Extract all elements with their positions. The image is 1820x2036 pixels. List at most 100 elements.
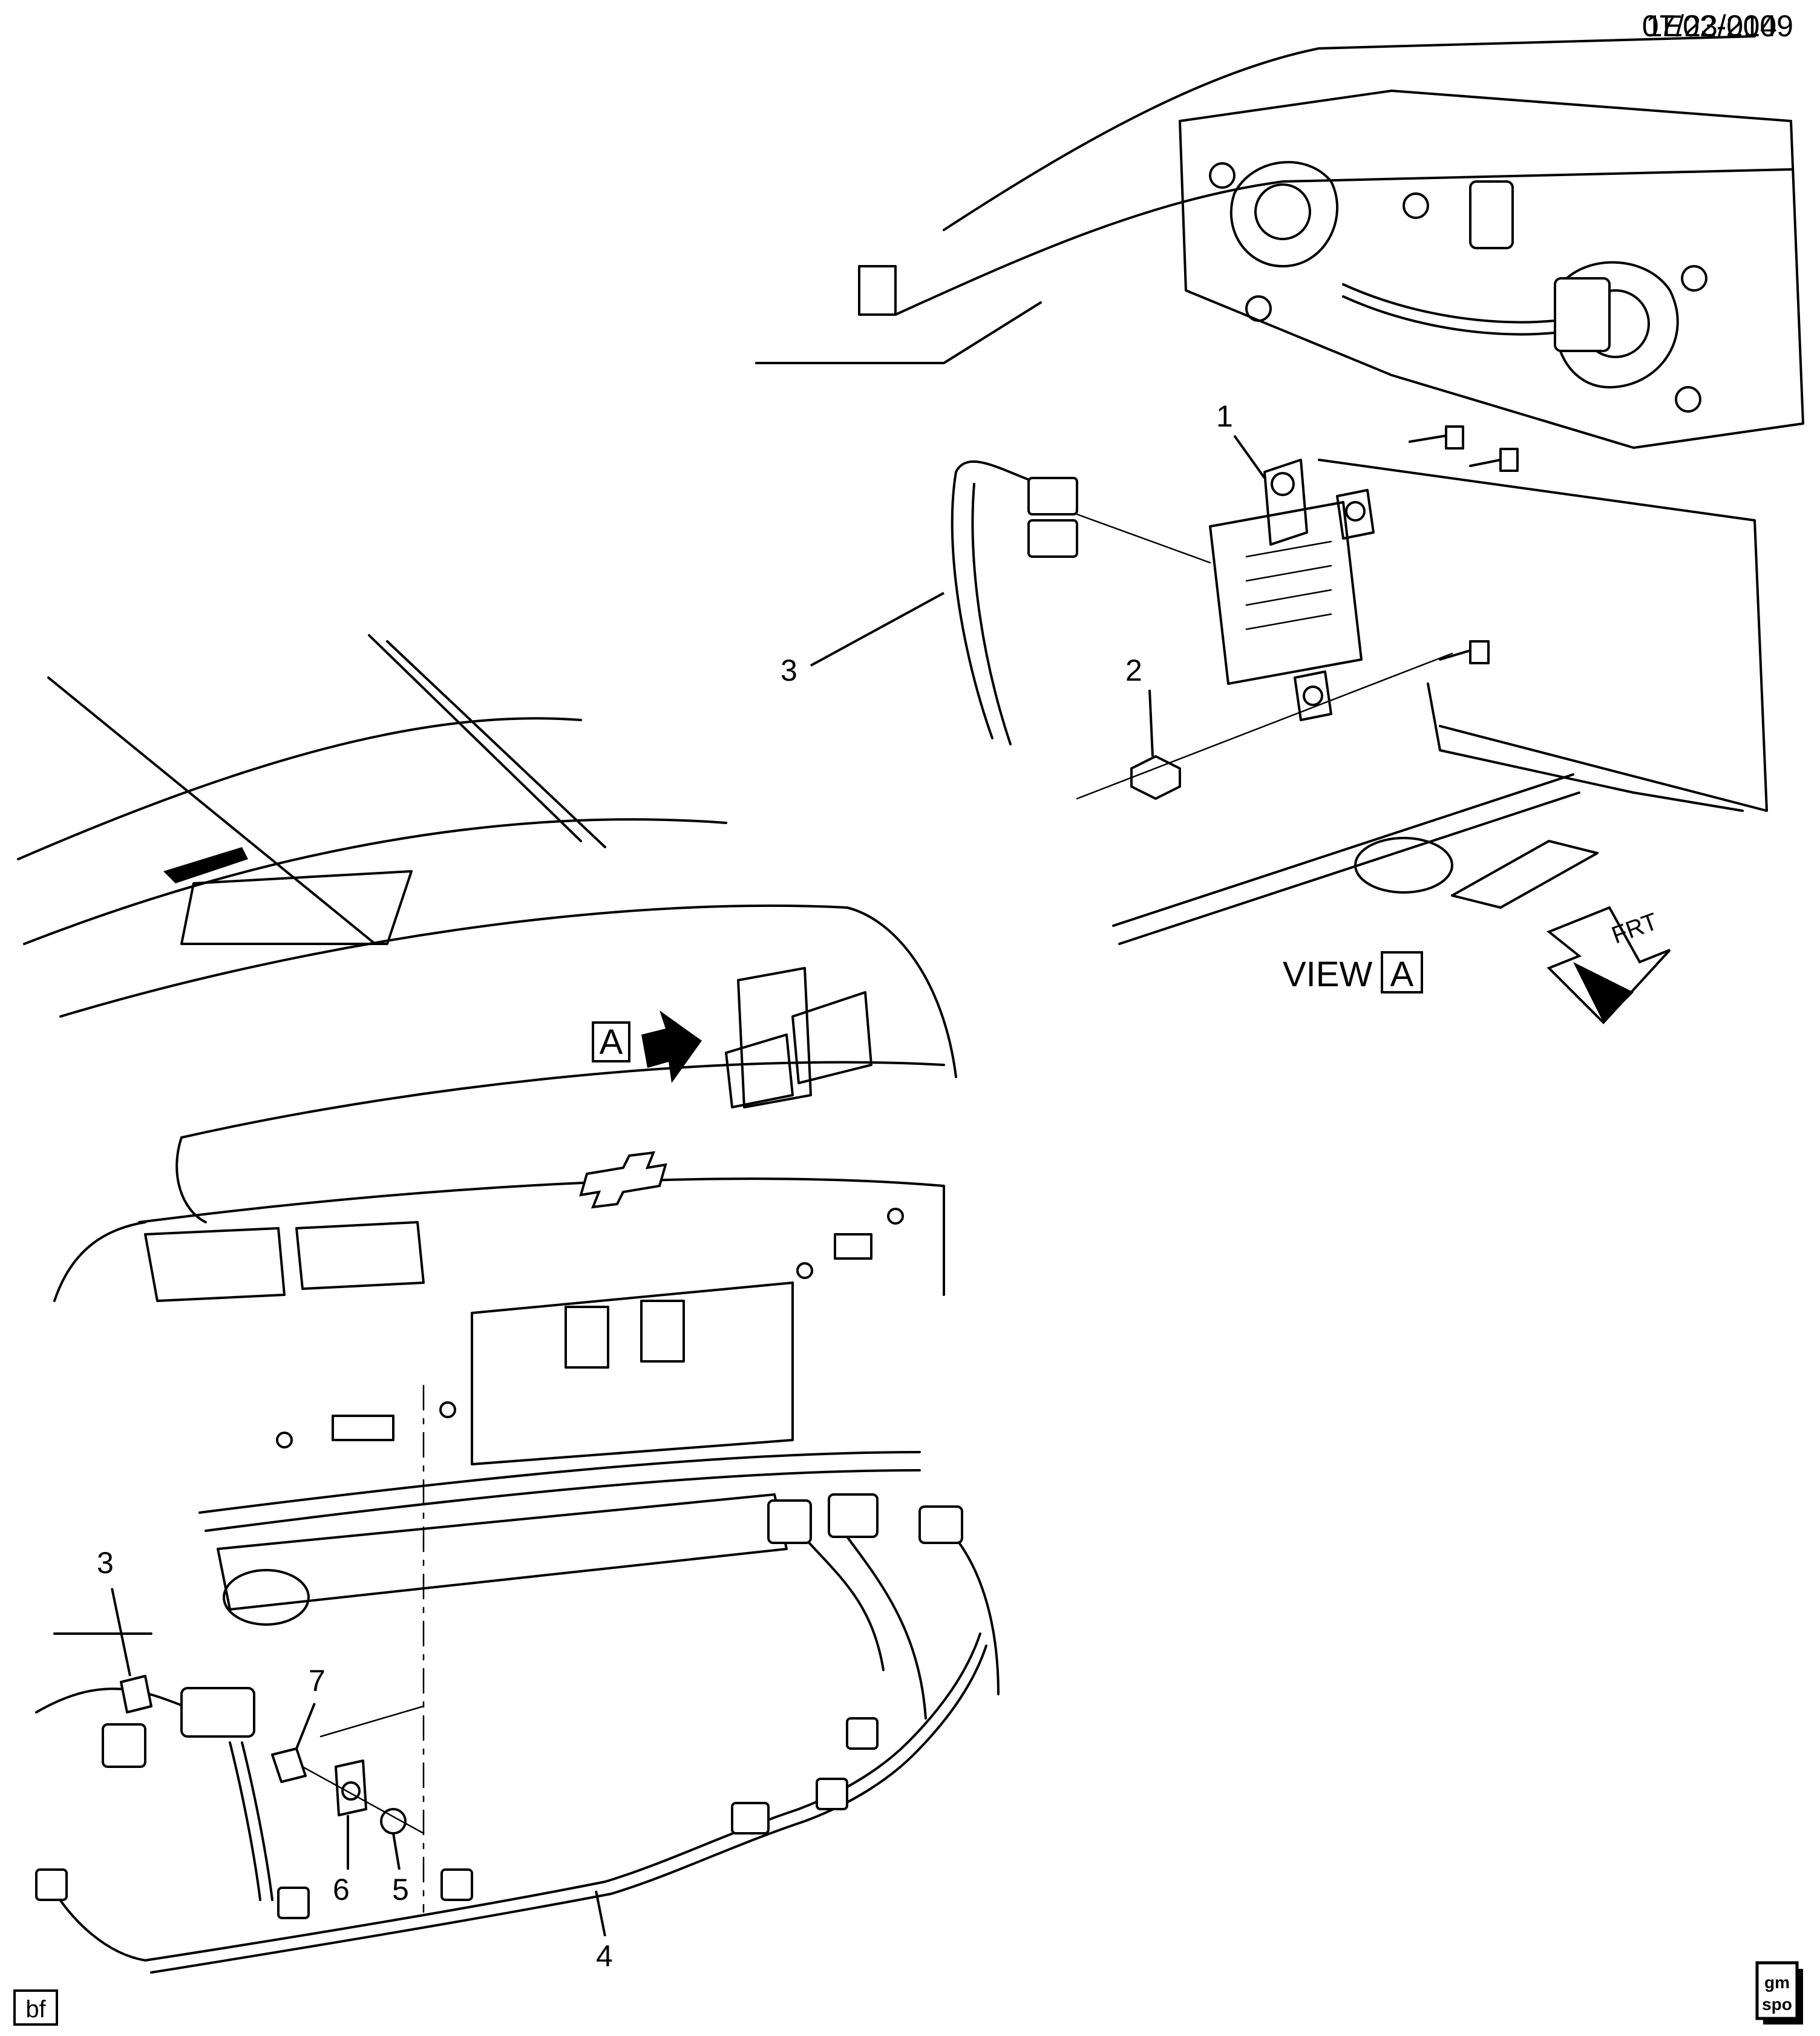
logo-text-top: gm — [1764, 1973, 1790, 1992]
harness-left-branch-1 — [241, 1741, 273, 1901]
fascia-top — [138, 1177, 945, 1296]
chevrolet-emblem — [579, 1151, 667, 1209]
harness-right-branch-1 — [846, 1536, 927, 1720]
frt-arrow-shape — [1547, 906, 1671, 1024]
harness-main-1 — [144, 1632, 981, 1962]
part-4-harness-assembly: 3 4 5 6 7 — [35, 1384, 1000, 1974]
module-ear-bottom-hole — [1303, 686, 1323, 706]
part-7-clip — [271, 1747, 307, 1783]
tail-lamp-housing — [1179, 90, 1804, 449]
harness-main-2 — [150, 1645, 987, 1974]
part-5-7-axis — [301, 1766, 425, 1835]
reference-bracket-top — [319, 1705, 425, 1738]
plate-bracket-left — [565, 1306, 609, 1369]
author-box — [13, 1989, 58, 2026]
logo-box — [1755, 1961, 1799, 2020]
part-3-to-module-line — [1076, 513, 1211, 564]
harness-connector-11 — [440, 1868, 473, 1901]
trunk-lid-lower — [180, 1061, 945, 1139]
view-a-sill — [755, 301, 1042, 364]
rear-glass-edge — [23, 818, 727, 945]
lamp-nut-2 — [1245, 295, 1272, 322]
callout-2: 2 — [1125, 653, 1142, 687]
module-ribs — [1245, 540, 1332, 630]
antenna-line-1 — [368, 634, 582, 842]
license-lamp-left — [332, 1415, 394, 1441]
reverse-lamp-right — [834, 1233, 872, 1260]
trunk-panel — [1318, 459, 1768, 812]
trunk-lid-edge — [59, 904, 957, 1078]
sensor-hole-1 — [276, 1432, 293, 1448]
callout-1: 1 — [1216, 399, 1233, 433]
tail-lamp-right-outer — [791, 991, 872, 1084]
harness-right-branch-2 — [943, 1524, 1000, 1695]
sensor-hole-3 — [887, 1208, 904, 1225]
callout-5: 5 — [392, 1873, 409, 1907]
trunk-floor-slot — [1451, 840, 1599, 909]
license-plate-recess — [471, 1282, 794, 1465]
view-marker-letter: A — [600, 1023, 623, 1062]
view-a-trunk-edge — [894, 168, 1792, 316]
harness-connector-7 — [731, 1802, 770, 1835]
view-letter: A — [1390, 955, 1414, 994]
lamp-harness-wire — [1342, 283, 1556, 324]
tail-lamp-left-outer — [144, 1227, 286, 1302]
module-ear-top — [1263, 459, 1308, 546]
lamp-connector-top — [1469, 180, 1514, 249]
part-3-connector-a — [1027, 477, 1078, 516]
callout-3-lower: 3 — [97, 1546, 114, 1580]
part-6-bracket-hole — [341, 1781, 361, 1801]
view-a-marker: A — [592, 1010, 702, 1083]
harness-right-branch-3 — [791, 1524, 885, 1671]
bolt-side-head — [1469, 640, 1490, 664]
trunk-floor-edge — [1112, 773, 1574, 927]
frt-arrow-shadow — [1573, 962, 1634, 1023]
harness-to-body — [35, 1687, 201, 1714]
callout-2-leader — [1148, 689, 1154, 757]
callout-5-leader — [392, 1833, 401, 1870]
sensor-hole-2 — [796, 1262, 813, 1279]
callout-1-leader — [1233, 434, 1266, 479]
part-2-nut — [1130, 755, 1181, 800]
sensor-hole-4 — [439, 1401, 456, 1418]
part-3-connector-b — [1027, 519, 1078, 558]
lamp-harness-wire-2 — [1342, 295, 1556, 336]
harness-connector-1 — [180, 1687, 255, 1738]
module-ear-top-hole — [1271, 472, 1295, 496]
fascia-lower-2 — [205, 1469, 921, 1532]
view-marker-box — [592, 1021, 630, 1062]
tail-lamp-left-inner — [295, 1221, 425, 1290]
harness-connector-9 — [846, 1717, 879, 1750]
lamp-connector-right — [1554, 277, 1611, 352]
harness-connector-10 — [277, 1887, 310, 1919]
logo-text-bottom: spo — [1762, 1995, 1792, 2014]
callout-3-upper-leader — [810, 592, 944, 667]
trunk-floor-hole — [1354, 837, 1453, 894]
author-initials: bf — [25, 1996, 46, 2023]
lamp-nut-1 — [1209, 162, 1236, 189]
view-a-bracket — [858, 265, 897, 316]
module-ear-right-hole — [1345, 501, 1366, 522]
vehicle-rear-view: A — [17, 634, 957, 1635]
high-mount-lamp — [180, 870, 413, 945]
bolt-upper-2-head — [1499, 448, 1519, 472]
callout-7: 7 — [309, 1664, 326, 1698]
harness-connector-6 — [35, 1868, 68, 1901]
view-a-body-outline — [943, 35, 1756, 231]
exhaust-tip — [223, 1569, 310, 1626]
harness-connector-8 — [816, 1778, 848, 1810]
gm-spo-logo: gm spo — [1755, 1961, 1803, 2025]
plate-bracket-right — [640, 1300, 685, 1363]
module-ear-right — [1336, 489, 1375, 540]
callout-3-upper: 3 — [781, 653, 797, 687]
bolt-upper-1-head — [1445, 425, 1464, 450]
harness-connector-2 — [102, 1723, 146, 1768]
part-2-axis-line — [1076, 652, 1453, 800]
bolt-upper-1 — [1409, 434, 1447, 443]
brake-lamp-lens — [163, 847, 248, 883]
part-1-module — [1209, 459, 1375, 721]
trunk-floor-ridge — [1427, 682, 1744, 812]
callout-4-leader — [595, 1890, 606, 1937]
lamp-nut-5 — [1675, 386, 1701, 413]
